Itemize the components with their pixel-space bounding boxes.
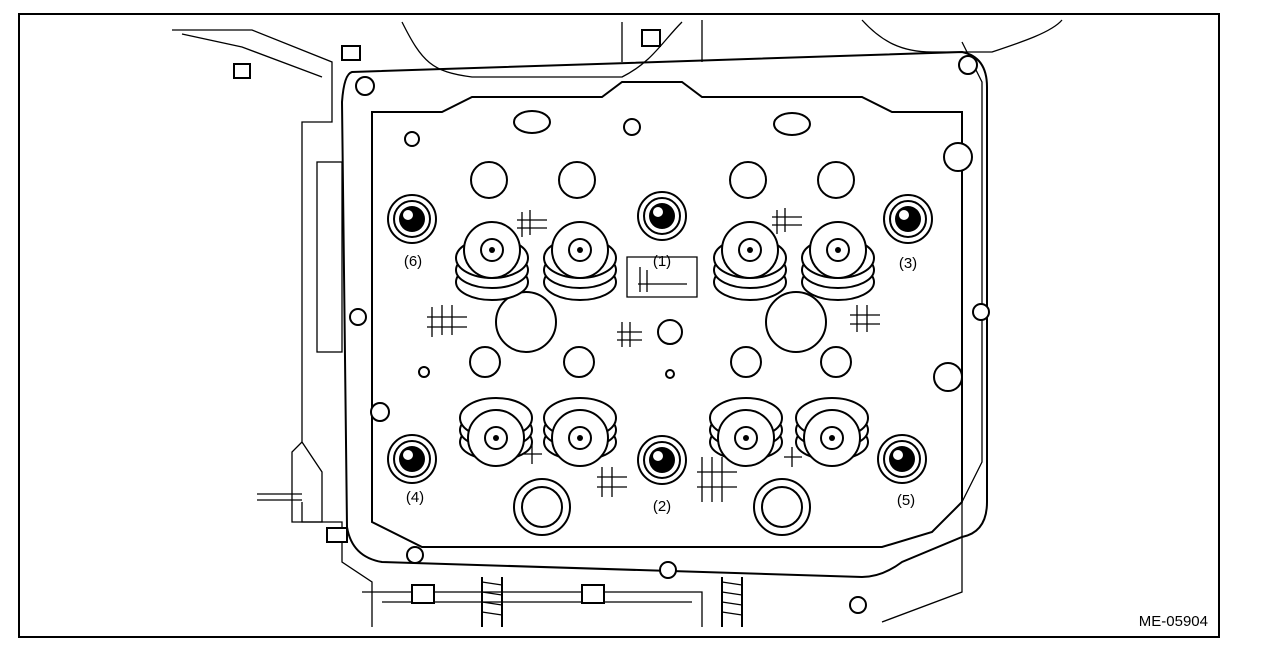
figure-id: ME-05904 [1138, 613, 1208, 630]
callout-2: (2) [653, 498, 671, 515]
cam-journals [418, 161, 855, 536]
cylinder-head-drawing: (1) (2) (3) (4) (5) (6) [172, 19, 1063, 627]
valve-spring [455, 221, 529, 301]
valve-spring [543, 221, 617, 301]
valve-spring [801, 221, 875, 301]
valve-spring [795, 397, 869, 467]
engine-background [172, 19, 1063, 627]
head-bolt-2 [637, 435, 687, 485]
head-bolt-6 [387, 194, 437, 244]
callout-4: (4) [406, 489, 424, 506]
callout-3: (3) [899, 255, 917, 272]
figure-frame: (1) (2) (3) (4) (5) (6) ME-05904 [18, 13, 1220, 638]
valve-spring [543, 397, 617, 467]
callout-5: (5) [897, 492, 915, 509]
valve-spring [713, 221, 787, 301]
valve-springs [455, 221, 875, 467]
head-bolt-4 [387, 434, 437, 484]
callout-1: (1) [653, 253, 671, 270]
cylinder-head-body [340, 50, 990, 614]
head-bolts [387, 191, 933, 485]
head-bolt-3 [883, 194, 933, 244]
casting-marks [427, 208, 880, 502]
valve-spring [709, 397, 783, 467]
head-bolt-1 [637, 191, 687, 241]
head-bolt-5 [877, 434, 927, 484]
callouts: (1) (2) (3) (4) (5) (6) [404, 253, 917, 515]
callout-6: (6) [404, 253, 422, 270]
valve-spring [459, 397, 533, 467]
